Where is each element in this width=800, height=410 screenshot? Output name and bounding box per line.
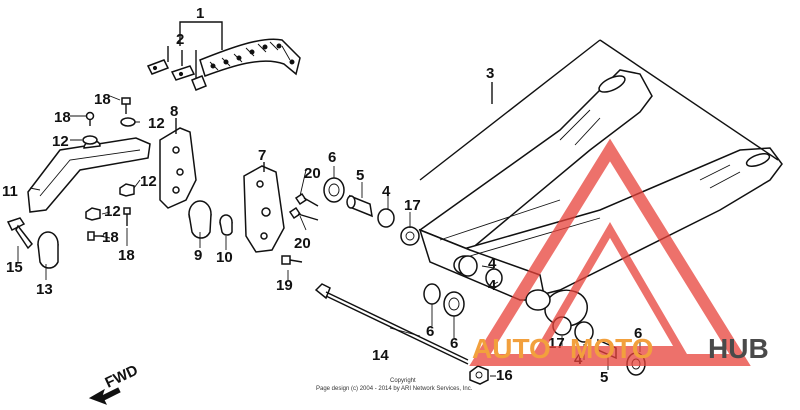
callout-17a: 17 [404, 197, 421, 214]
callout-4a: 4 [382, 183, 391, 200]
swingarm [418, 69, 783, 327]
collar-5-top [346, 194, 373, 218]
bolt-19 [281, 255, 303, 265]
roller-9 [188, 200, 212, 239]
callout-8: 8 [170, 103, 178, 120]
callout-18c: 18 [102, 229, 119, 246]
logo-text-moto: MOTO [570, 333, 653, 364]
callout-2: 2 [176, 31, 184, 48]
callout-numbers: 1 2 3 4 4 4 4 5 5 6 6 6 6 7 8 9 10 11 12… [2, 5, 642, 386]
slider-roller [37, 231, 59, 269]
callout-9: 9 [194, 247, 202, 264]
master-link [146, 59, 207, 91]
swingarm-outline-top [599, 39, 779, 161]
leader-2 [167, 46, 197, 78]
bolt-18-top [121, 97, 131, 114]
callout-6a: 6 [328, 149, 336, 166]
bushing-4-top [377, 208, 395, 228]
callout-14: 14 [372, 347, 389, 364]
bushing-4-mid [458, 255, 478, 277]
bearing-17-top [400, 226, 420, 246]
bolt-18-low-a [87, 231, 104, 241]
callout-3: 3 [486, 65, 494, 82]
collar-10 [219, 214, 233, 236]
chain-slider [27, 137, 151, 213]
callout-4b: 4 [488, 255, 497, 272]
leader-1 [179, 21, 223, 28]
callout-5a: 5 [356, 167, 364, 184]
logo-text-auto: AUTO [472, 333, 551, 364]
drive-chain [199, 38, 301, 77]
nut-12-mid [119, 183, 135, 197]
automotohub-logo [469, 138, 751, 366]
callout-19: 19 [276, 277, 293, 294]
dust-seal-6-top [323, 177, 345, 203]
callout-7: 7 [258, 147, 266, 164]
bolt-15 [6, 217, 33, 250]
callout-18d: 18 [118, 247, 135, 264]
washer-12-left [82, 135, 98, 145]
callout-20b: 20 [294, 235, 311, 252]
leader-1b [179, 28, 223, 50]
bracket-7 [243, 165, 285, 253]
swingarm-outline-left [419, 39, 601, 181]
fwd-label: FWD [103, 362, 141, 392]
callout-6c: 6 [450, 335, 458, 352]
callout-4c: 4 [488, 277, 497, 294]
callout-15: 15 [6, 259, 23, 276]
forward-arrow-icon [88, 387, 121, 405]
bolt-20-b [288, 206, 319, 221]
copyright-line: Page design (c) 2004 - 2014 by ARI Netwo… [316, 386, 473, 392]
callout-6d: 6 [634, 325, 642, 342]
callout-12c: 12 [140, 173, 157, 190]
washer-12-top [120, 117, 136, 127]
callout-18a: 18 [94, 91, 111, 108]
washer-6-lower-a [423, 283, 441, 305]
callout-20a: 20 [304, 165, 321, 182]
callout-12b: 12 [52, 133, 69, 150]
callout-12a: 12 [148, 115, 165, 132]
callout-18b: 18 [54, 109, 71, 126]
bushing-4-lower [574, 321, 594, 343]
nut-12-low [85, 207, 101, 221]
bracket-8 [159, 127, 197, 209]
logo-text-hub: HUB [708, 333, 769, 364]
callout-10: 10 [216, 249, 233, 266]
callout-13: 13 [36, 281, 53, 298]
callout-1: 1 [196, 5, 204, 22]
callout-5b: 5 [600, 369, 608, 386]
bolt-18-low-b [123, 207, 131, 226]
pivot-bolt-14 [314, 283, 469, 365]
seal-6-lower-b [443, 291, 465, 317]
bolt-20-a [294, 192, 319, 207]
bolt-18-top-left [85, 111, 95, 126]
copyright-title: Copyright [390, 378, 416, 384]
callout-6b: 6 [426, 323, 434, 340]
callout-11: 11 [2, 183, 18, 200]
callout-12d: 12 [104, 203, 121, 220]
nut-16 [469, 365, 489, 385]
callout-16: 16 [496, 367, 513, 384]
